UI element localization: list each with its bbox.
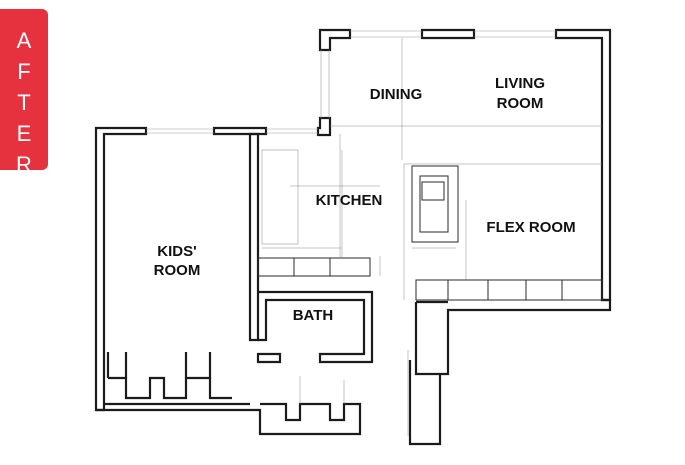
exterior-walls [94, 28, 612, 446]
after-badge: A F T E R [0, 9, 48, 177]
label-dining: DINING [370, 86, 423, 103]
kitchen-fixtures [257, 149, 381, 277]
label-living-line2: ROOM [497, 95, 544, 112]
label-bath: BATH [293, 307, 334, 324]
label-kitchen: KITCHEN [316, 192, 383, 209]
label-kids-line2: ROOM [154, 262, 201, 279]
interior-walls [106, 132, 448, 378]
room-labels: DINING LIVING ROOM KITCHEN FLEX ROOM KID… [154, 75, 576, 324]
dimension-lines [299, 38, 602, 436]
flex-fixtures [403, 163, 603, 301]
windows [146, 30, 556, 134]
after-badge-label: A F T E R [16, 28, 32, 177]
label-kids-line1: KIDS' [157, 243, 196, 260]
label-living-line1: LIVING [495, 75, 545, 92]
label-flex: FLEX ROOM [486, 219, 575, 236]
